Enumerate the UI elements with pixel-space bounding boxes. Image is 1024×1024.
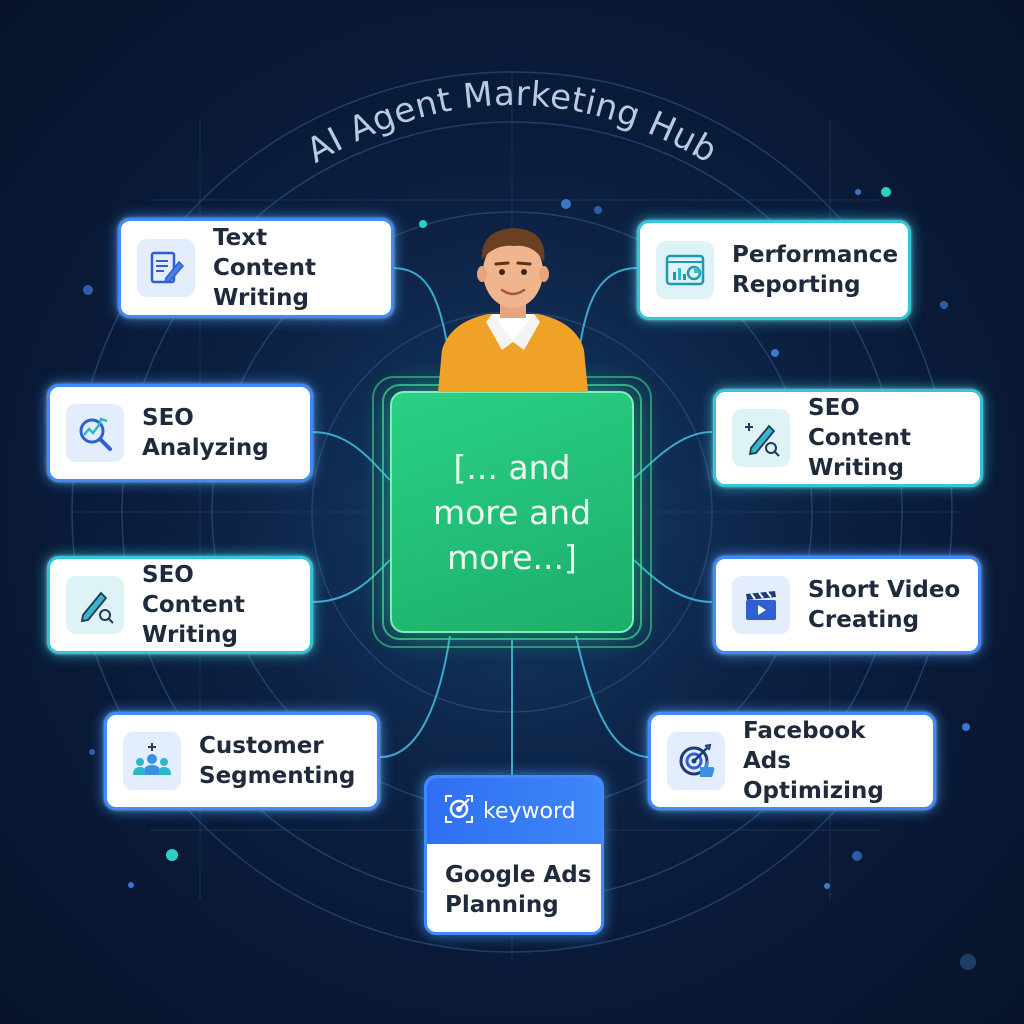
clapperboard-icon <box>732 576 790 634</box>
card-text-content-writing[interactable]: Text Content Writing <box>118 218 394 318</box>
center-hub: [... and more and more...] <box>390 391 634 633</box>
card-label: Performance Reporting <box>732 242 899 298</box>
target-icon <box>443 793 475 830</box>
svg-text:AI Agent Marketing Hub: AI Agent Marketing Hub <box>300 74 724 172</box>
keyword-header: keyword <box>427 778 601 844</box>
card-seo-content-writing-right[interactable]: SEO Content Writing <box>713 389 983 487</box>
card-label: Text Content Writing <box>213 225 317 311</box>
card-label: SEO Content Writing <box>808 395 912 481</box>
card-label: Customer Segmenting <box>199 733 356 789</box>
card-label: SEO Content Writing <box>142 562 246 648</box>
card-customer-segmenting[interactable]: Customer Segmenting <box>104 712 380 810</box>
avatar <box>438 228 588 392</box>
pencil-search-icon <box>732 409 790 467</box>
center-hub-text: [... and more and more...] <box>432 447 592 577</box>
decorative-dots <box>83 187 976 970</box>
card-short-video-creating[interactable]: Short Video Creating <box>713 556 981 654</box>
user-group-icon <box>123 732 181 790</box>
card-label: Short Video Creating <box>808 577 961 633</box>
card-label: SEO Analyzing <box>142 405 269 461</box>
card-seo-analyzing[interactable]: SEO Analyzing <box>47 384 313 482</box>
card-facebook-ads-optimizing[interactable]: Facebook Ads Optimizing <box>648 712 936 810</box>
card-seo-content-writing-left[interactable]: SEO Content Writing <box>47 556 313 654</box>
keyword-label: keyword <box>483 798 576 824</box>
target-thumbs-up-icon <box>667 732 725 790</box>
dashboard-chart-icon <box>656 241 714 299</box>
card-label: Google Ads Planning <box>445 862 592 918</box>
card-google-ads-planning[interactable]: keyword Google Ads Planning <box>424 775 604 935</box>
card-performance-reporting[interactable]: Performance Reporting <box>637 220 911 320</box>
page-title: AI Agent Marketing Hub <box>300 74 724 172</box>
document-pen-icon <box>137 239 195 297</box>
magnifier-chart-icon <box>66 404 124 462</box>
pencil-search-icon <box>66 576 124 634</box>
card-label: Facebook Ads Optimizing <box>743 718 884 804</box>
